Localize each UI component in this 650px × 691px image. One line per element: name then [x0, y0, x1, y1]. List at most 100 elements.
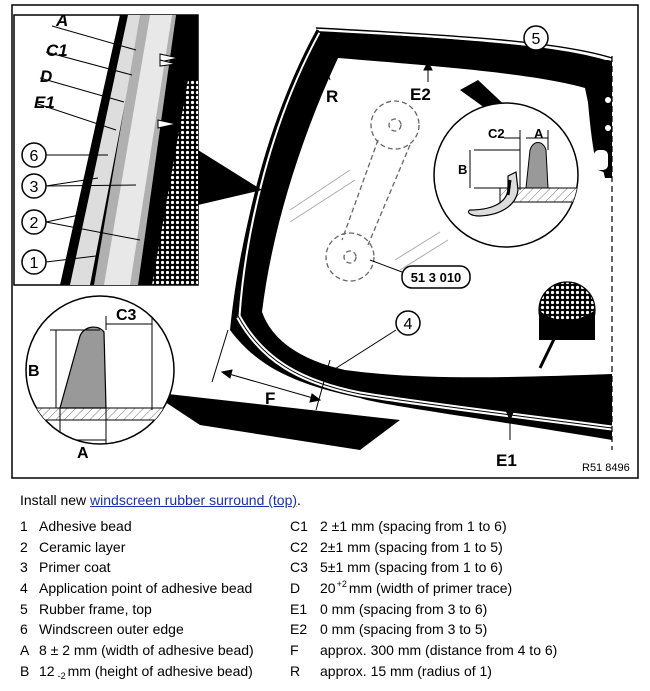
caption: Install new windscreen rubber surround (… — [20, 492, 301, 508]
legend-key: C2 — [290, 538, 308, 555]
legend-text: Primer coat — [39, 559, 111, 576]
legend-left-column: 1 Adhesive bead 2 Ceramic layer 3 Primer co… — [20, 516, 290, 682]
legend-text-main: 12 — [39, 662, 55, 679]
label-c1: C1 — [46, 41, 68, 60]
installation-diagram: A C1 D E1 6 3 2 1 — [11, 4, 639, 479]
legend-text: approx. 300 mm (distance from 4 to 6) — [320, 642, 558, 659]
part-number-badge: 51 3 010 — [401, 265, 471, 289]
legend-row: 6 Windscreen outer edge — [20, 619, 290, 640]
legend-row: 5 Rubber frame, top — [20, 599, 290, 620]
legend-text: 8 ± 2 mm (width of adhesive bead) — [39, 642, 254, 659]
legend-key: 6 — [20, 621, 28, 638]
legend-row: C2 2±1 mm (spacing from 1 to 5) — [290, 537, 640, 558]
rubber-surround-link[interactable]: windscreen rubber surround (top) — [90, 492, 298, 508]
label-e2: E2 — [410, 85, 431, 104]
label-d: D — [40, 67, 52, 86]
f-dimension — [211, 329, 331, 411]
r-leader — [317, 43, 331, 81]
legend-text: Adhesive bead — [39, 518, 132, 534]
legend-text-rest: mm (width of primer trace) — [348, 580, 513, 597]
legend-key: C1 — [290, 518, 308, 534]
label-e1-detail: E1 — [34, 93, 55, 112]
legend-key: F — [290, 642, 299, 659]
legend-row: C1 2 ±1 mm (spacing from 1 to 6) — [290, 516, 640, 537]
legend-row: E2 0 mm (spacing from 3 to 5) — [290, 619, 640, 640]
figure-code: R51 8496 — [582, 462, 630, 474]
legend-key: E1 — [290, 600, 308, 617]
svg-text:4: 4 — [404, 316, 413, 333]
callout-5: 5 — [523, 25, 549, 51]
legend-text: 0 mm (spacing from 3 to 5) — [320, 621, 488, 638]
part-number-text: 51 3 010 — [411, 270, 462, 285]
label-a-bead: A — [77, 445, 89, 462]
legend-key: D — [290, 580, 301, 597]
legend-row: 3 Primer coat — [20, 557, 290, 578]
legend-text: approx. 15 mm (radius of 1) — [320, 662, 492, 679]
label-a: A — [55, 11, 68, 30]
bead-detail-connector — [150, 392, 400, 450]
legend-row: 1 Adhesive bead — [20, 516, 290, 537]
e2-marker — [423, 38, 433, 82]
callout-3-detail: 3 — [21, 173, 47, 199]
legend-row: C3 5±1 mm (spacing from 1 to 6) — [290, 557, 640, 578]
label-c3: C3 — [116, 307, 137, 324]
legend-key: A — [20, 642, 30, 659]
legend-text: 5±1 mm (spacing from 1 to 6) — [320, 559, 503, 576]
legend-key: 4 — [20, 580, 28, 597]
caption-prefix: Install new — [20, 492, 91, 508]
legend-key: 5 — [20, 600, 28, 617]
caption-suffix: . — [297, 492, 301, 508]
legend-key: E2 — [290, 621, 308, 638]
legend-text: 2±1 mm (spacing from 1 to 5) — [320, 538, 503, 555]
legend-text: Windscreen outer edge — [39, 621, 184, 638]
legend-subscript: -2 — [57, 670, 66, 681]
diagram-svg: A C1 D E1 6 3 2 1 — [11, 4, 639, 479]
callout-2-detail: 2 — [21, 209, 47, 235]
svg-text:5: 5 — [532, 31, 541, 48]
svg-text:2: 2 — [30, 215, 39, 232]
legend-superscript: +2 — [336, 579, 347, 590]
callout-6-detail: 6 — [21, 142, 47, 168]
svg-text:6: 6 — [30, 148, 39, 165]
legend-key: C3 — [290, 559, 308, 576]
callout-4: 4 — [395, 310, 421, 336]
mirror-mount — [325, 100, 420, 282]
svg-text:1: 1 — [30, 255, 39, 272]
svg-text:3: 3 — [30, 179, 39, 196]
legend-key: 2 — [20, 538, 28, 555]
callout-1-detail: 1 — [21, 249, 47, 275]
legend-key: R — [290, 662, 301, 679]
rubber-profile-section: C2 A B — [433, 102, 579, 248]
label-c2: C2 — [488, 126, 505, 141]
legend-key: B — [20, 662, 30, 679]
label-f: F — [265, 389, 275, 408]
label-a-profile: A — [534, 126, 544, 141]
legend-text: Rubber frame, top — [39, 600, 152, 617]
legend-key: 3 — [20, 559, 28, 576]
legend-row: A 8 ± 2 mm (width of adhesive bead) — [20, 640, 290, 661]
legend-row: 2 Ceramic layer — [20, 537, 290, 558]
detail-layers-box: A C1 D E1 6 3 2 1 — [13, 11, 199, 286]
legend-text-main: 20 — [320, 580, 336, 597]
e1-marker — [505, 400, 515, 440]
label-r: R — [326, 87, 338, 106]
legend-right-column: C1 2 ±1 mm (spacing from 1 to 6) C2 2±1 mm… — [290, 516, 640, 682]
legend-text-rest: mm (height of adhesive bead) — [67, 662, 253, 679]
detail-connector — [198, 150, 262, 205]
legend-text: Ceramic layer — [39, 538, 126, 555]
legend-text: 2 ±1 mm (spacing from 1 to 6) — [320, 518, 507, 534]
glass-reflections — [289, 169, 449, 271]
label-b-bead: B — [28, 363, 40, 380]
label-e1: E1 — [496, 451, 517, 470]
label-b-profile: B — [458, 162, 467, 177]
bead-cross-section: B C3 A — [25, 295, 175, 462]
legend-key: 1 — [20, 518, 28, 534]
